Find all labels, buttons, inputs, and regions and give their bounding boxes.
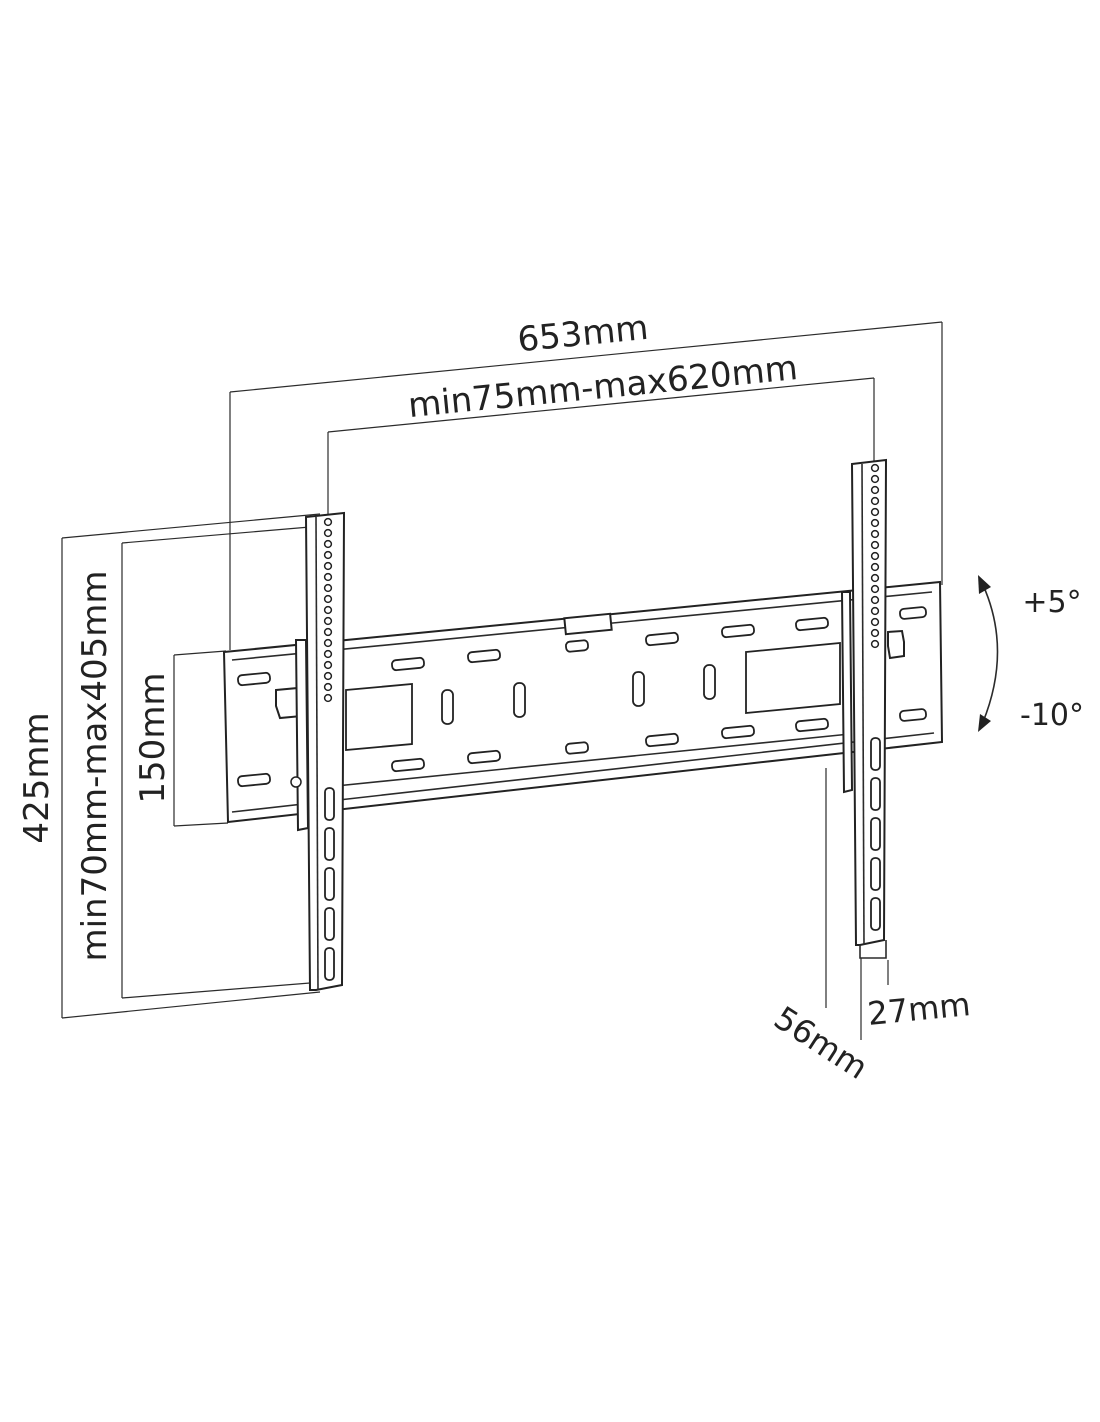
vesa-height-label: min70mm-max405mm <box>75 570 115 961</box>
plate-slots-bottom <box>237 708 927 788</box>
wall-plate <box>222 580 944 824</box>
tilt-down-label: -10° <box>1020 698 1084 733</box>
plate-height-label: 150mm <box>133 672 173 803</box>
wall-distance-label: 56mm <box>767 999 874 1087</box>
plate-slots-vertical <box>441 664 716 725</box>
tilt-up-label: +5° <box>1022 585 1081 620</box>
left-arm-holes <box>323 517 333 703</box>
total-height-label: 425mm <box>17 712 57 843</box>
right-arm-holes <box>870 463 880 649</box>
left-arm-slots <box>324 787 335 981</box>
right-vertical-arm <box>840 458 888 959</box>
vesa-width-label: min75mm-max620mm <box>406 348 799 426</box>
depth-label: 27mm <box>866 985 972 1033</box>
left-vertical-arm <box>290 511 346 991</box>
dimension-lines <box>61 321 943 1040</box>
tilt-arrow-icon <box>978 575 999 732</box>
plate-slots-top <box>237 606 927 687</box>
right-arm-slots <box>870 737 881 931</box>
